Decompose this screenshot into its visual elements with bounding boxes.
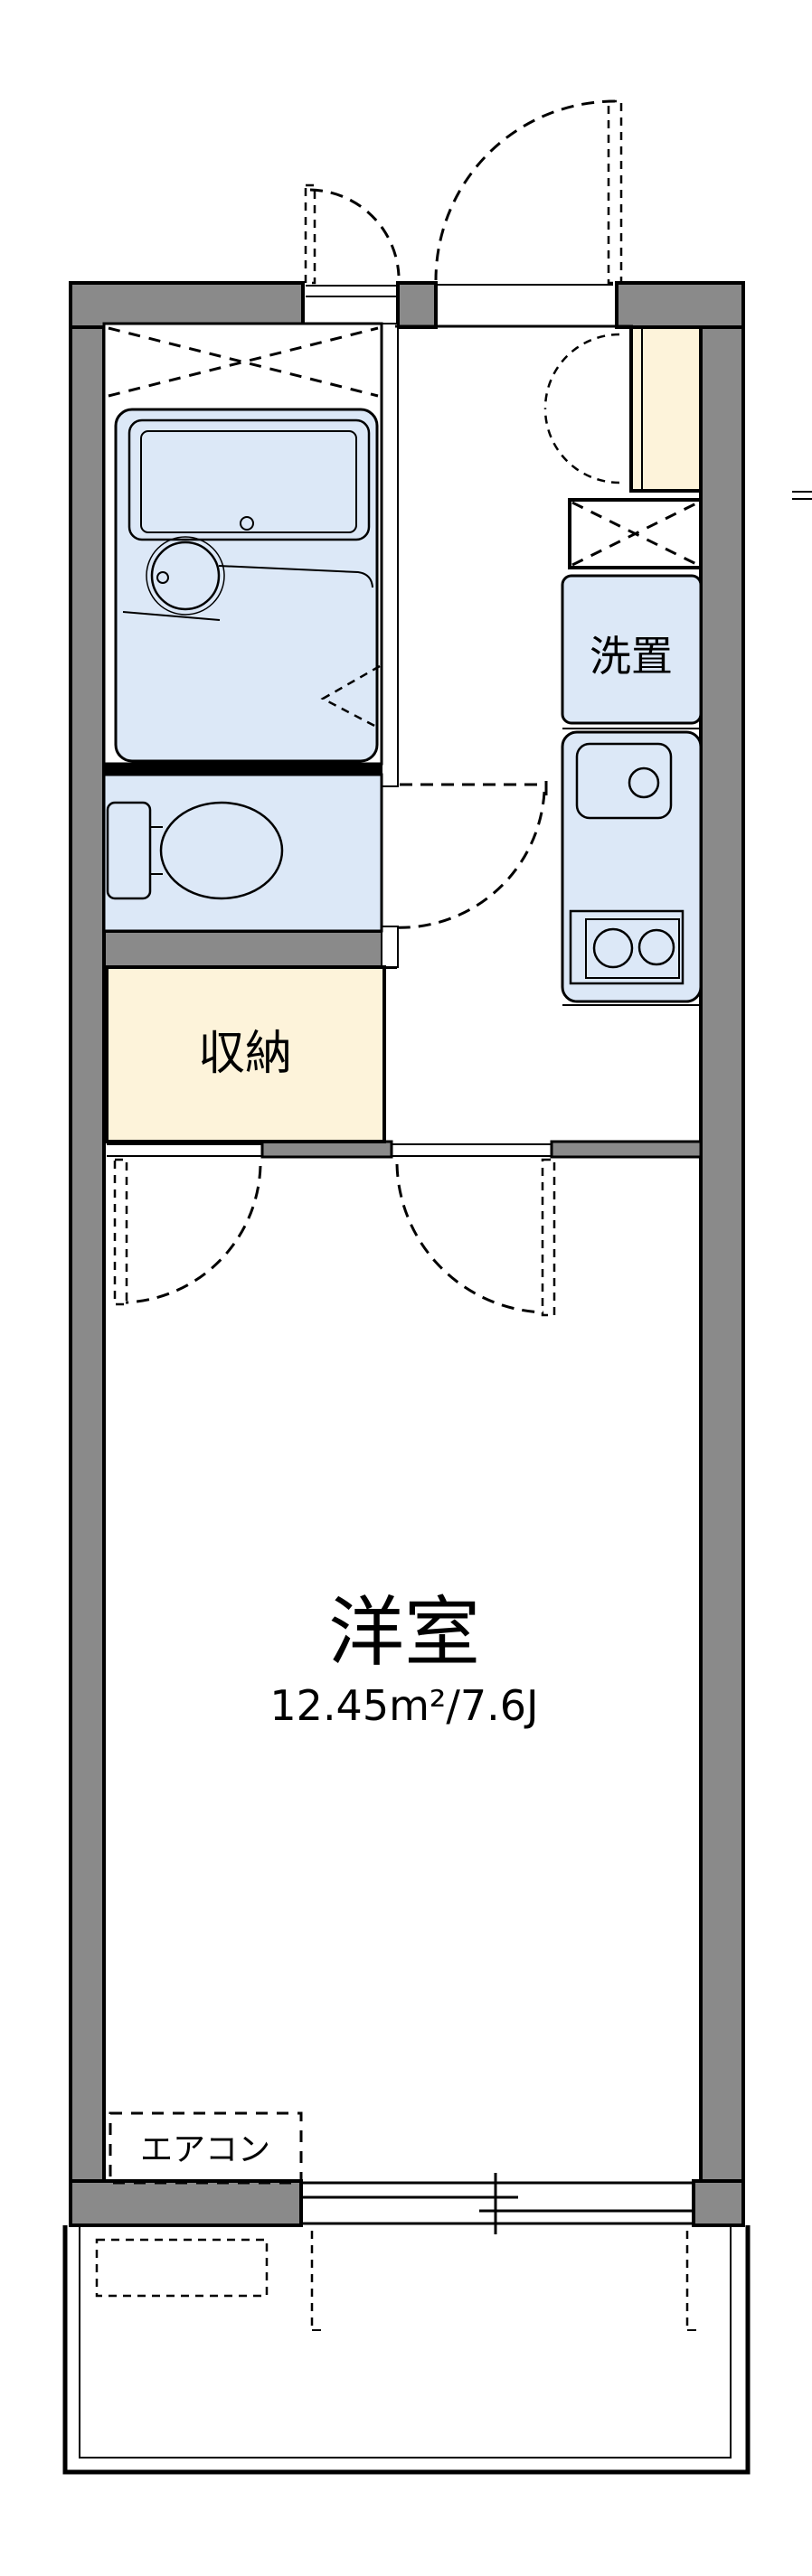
kitchen-sink [575, 742, 673, 820]
kitchen-counter [561, 730, 703, 1003]
wall-toilet-storage-divider [102, 929, 397, 969]
toilet-room [102, 773, 548, 933]
wall-top-right [615, 281, 745, 329]
entrance-small-door-leaf [304, 183, 316, 285]
aircon-label: エアコン [140, 2131, 270, 2168]
wall-left [69, 281, 106, 2227]
wall-room-top-post [260, 1140, 393, 1159]
entrance-main-door-arc [434, 99, 616, 281]
stove-burner-left [592, 927, 634, 969]
wash-basin-faucet [156, 571, 169, 584]
wash-basin-rim [146, 536, 225, 616]
room-doors [113, 1158, 556, 1317]
balcony-fence-outer [62, 2225, 751, 2475]
aircon-outdoor-unit [95, 2238, 269, 2298]
room-left-door-arc [125, 1165, 262, 1304]
stove-burner-right [637, 928, 675, 966]
entrance [304, 99, 703, 493]
wall-sanitary-right-stub [381, 926, 399, 968]
balcony-fence-inner [79, 2225, 732, 2458]
walls [69, 281, 812, 2227]
bathtub-basin [140, 430, 357, 533]
stove-outer [569, 909, 685, 985]
bathroom [102, 322, 383, 766]
wall-right [699, 281, 745, 2227]
section-tick [792, 491, 812, 500]
room-label: 洋室 [328, 1588, 480, 1677]
balcony [62, 2225, 751, 2475]
unit-bath [114, 408, 379, 763]
toilet-door-arc [391, 791, 546, 929]
wash-basin [150, 541, 221, 611]
toilet-connectors [150, 826, 163, 875]
toilet-tank [106, 801, 152, 900]
room-left-door-leaf [113, 1158, 128, 1306]
kitchen-sink-drain [628, 766, 660, 799]
room-right-door-leaf [541, 1158, 556, 1317]
room-area-label: 12.45m²/7.6J [269, 1681, 538, 1730]
entrance-small-door-arc [309, 188, 401, 277]
shoe-cabinet-arc-bottom [543, 408, 620, 484]
entrance-main-door-leaf [607, 99, 623, 285]
storage: 収納 [105, 965, 386, 1143]
bathroom-folding-door [320, 664, 381, 730]
bath-counter-line [218, 565, 373, 588]
kitchen: 洗置 [561, 498, 703, 1006]
laundry-space [561, 574, 703, 725]
stove-inner [585, 918, 680, 979]
bathroom-door-x-mark [108, 326, 379, 398]
storage-box [105, 965, 386, 1143]
laundry-label: 洗置 [590, 632, 673, 681]
wall-bath-toilet-divider [104, 764, 382, 775]
bathtub-rim [127, 418, 371, 541]
shoe-cabinet-arc-top [543, 333, 620, 409]
wall-bottom-left [69, 2179, 303, 2227]
wall-entrance-post [396, 281, 438, 329]
storage-label: 収納 [198, 1027, 292, 1081]
wall-bottom-right [692, 2179, 745, 2227]
room-door-thresholds [107, 1143, 552, 1157]
room-right-door-arc [395, 1163, 544, 1314]
toilet-bowl [159, 801, 284, 900]
balcony-window [301, 2173, 694, 2234]
bath-counter-line-left [122, 611, 221, 621]
wall-sanitary-right [381, 323, 399, 787]
wall-room-top-right [550, 1140, 703, 1159]
living-room: 洋室 12.45m²/7.6J エアコン [109, 1588, 539, 2185]
entrance-small-threshold [306, 285, 398, 297]
refrigerator-space-x [571, 501, 699, 567]
bathtub-drain [240, 516, 254, 531]
aircon-box [109, 2111, 303, 2185]
wall-top-left [69, 281, 305, 329]
